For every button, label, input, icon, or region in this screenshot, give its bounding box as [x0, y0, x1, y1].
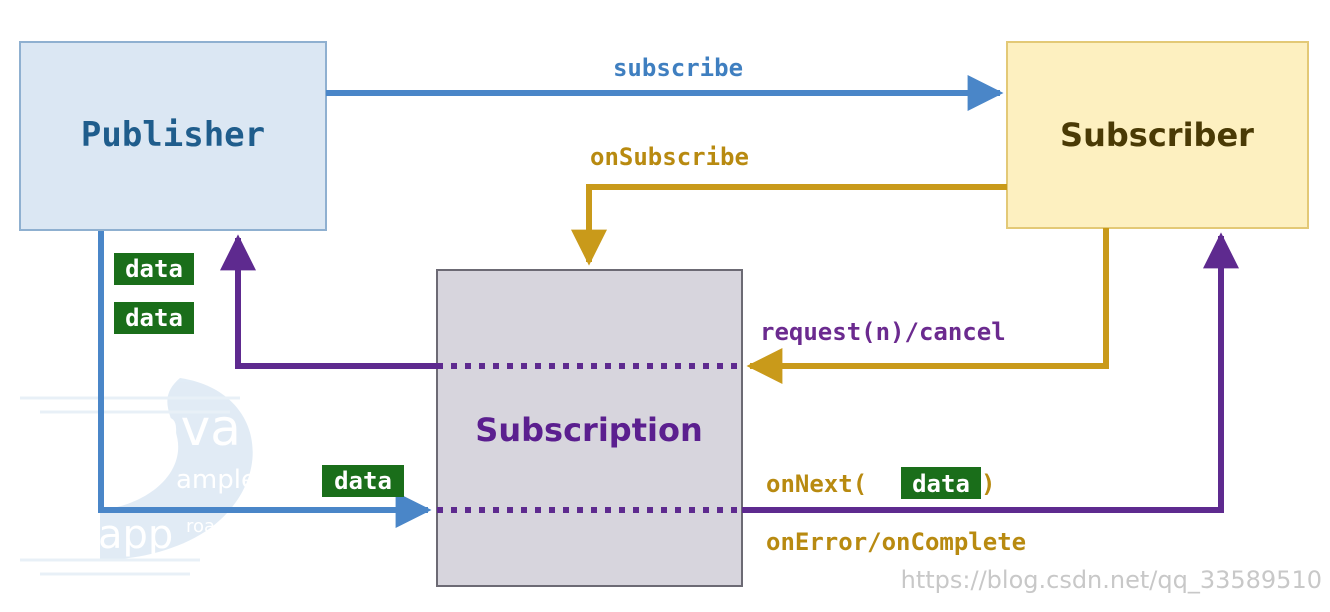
request-cancel-arrow: [746, 228, 1109, 384]
watermark-app: app: [98, 512, 173, 558]
on-subscribe-arrow: [571, 184, 1007, 266]
on-next-suffix: ): [981, 470, 995, 498]
on-next-data: data: [912, 470, 970, 498]
on-error-complete-label: onError/onComplete: [766, 528, 1026, 556]
subscription-label: Subscription: [475, 411, 702, 449]
subscribe-label: subscribe: [613, 54, 743, 82]
subscriber-label: Subscriber: [1060, 116, 1254, 154]
publisher-request-arrow: [220, 234, 437, 369]
data-flow-line: [98, 230, 432, 528]
publisher-data-flow: [98, 230, 432, 528]
request-cancel-label: request(n)/cancel: [760, 318, 1006, 346]
watermark-roach: roach: [186, 516, 236, 537]
on-subscribe-label: onSubscribe: [590, 143, 749, 171]
data-tag-1-label: data: [125, 255, 183, 283]
watermark-logo: ava ample app roach: [20, 378, 257, 576]
watermark-ava: ava: [150, 399, 241, 457]
on-next-prefix: onNext(: [766, 470, 867, 498]
data-tag-3: data: [322, 465, 404, 497]
publisher-box: [19, 41, 327, 231]
data-tag-2-label: data: [125, 304, 183, 332]
publisher-label: Publisher: [81, 115, 265, 155]
on-next-data-bg: [901, 467, 981, 499]
data-tag-1: data: [114, 253, 194, 285]
watermark-ample: ample: [176, 465, 257, 495]
on-next-arrow: [742, 232, 1239, 513]
subscriber-box: [1006, 41, 1309, 229]
data-tag-3-label: data: [334, 467, 392, 495]
watermark-url: https://blog.csdn.net/qq_33589510: [901, 566, 1322, 594]
subscription-box: [436, 269, 743, 587]
data-tag-2: data: [114, 302, 194, 334]
